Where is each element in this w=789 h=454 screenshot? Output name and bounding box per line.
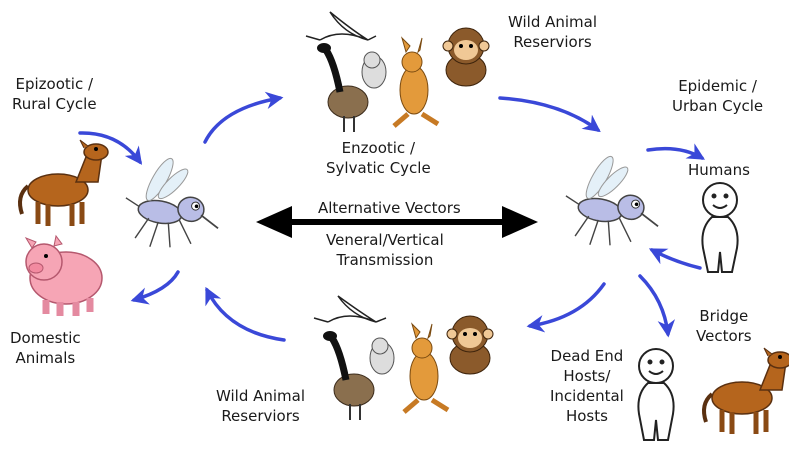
label-epizootic-rural-cycle: Epizootic / Rural Cycle xyxy=(12,75,97,113)
label-domestic-animals: Domestic Animals xyxy=(10,329,81,367)
hamster-icon xyxy=(369,337,395,375)
arrow-humans-to-mosquito xyxy=(648,248,702,270)
label-alternative-vectors: Alternative Vectors xyxy=(318,199,461,217)
arrow-rural-to-mosquito xyxy=(78,131,143,165)
arrow-mosquito-to-domestic xyxy=(130,270,180,305)
monkey-icon xyxy=(442,27,490,87)
arrow-mosquito-to-bridge xyxy=(638,274,676,338)
label-wild-animal-reservoirs-top: Wild Animal Reserviors xyxy=(508,13,598,51)
arrow-wild-to-mosquito xyxy=(205,286,286,342)
label-epidemic-urban-cycle: Epidemic / Urban Cycle xyxy=(672,77,764,115)
monkey-icon xyxy=(446,315,494,375)
arrow-urban-to-humans xyxy=(646,143,706,160)
goose-icon xyxy=(317,43,369,132)
label-wild-animal-reservoirs-bottom: Wild Animal Reserviors xyxy=(216,387,306,425)
horse-bridge-icon xyxy=(704,348,789,434)
kangaroo-icon xyxy=(392,36,440,128)
label-enzootic-sylvatic-cycle: Enzootic / Sylvatic Cycle xyxy=(326,139,431,177)
label-veneral-vertical-transmission: Veneral/Vertical Transmission xyxy=(326,231,444,269)
mosquito-right-icon xyxy=(557,146,670,257)
arrow-enzootic-to-urban xyxy=(498,96,601,133)
arrow-mosquito-to-enzootic xyxy=(203,91,284,144)
double-arrow xyxy=(256,206,538,238)
arrow-mosquito-to-wild xyxy=(526,282,606,333)
pig-icon xyxy=(24,234,103,316)
label-dead-end-hosts: Dead End Hosts/ Incidental Hosts xyxy=(550,347,624,425)
bird-icon xyxy=(305,11,377,41)
top-animal-group xyxy=(305,11,490,132)
label-humans: Humans xyxy=(688,161,750,179)
mosquito-left-icon xyxy=(117,148,230,259)
goose-icon xyxy=(323,331,375,420)
bottom-animal-group xyxy=(313,295,494,420)
label-bridge-vectors: Bridge Vectors xyxy=(696,307,752,345)
kangaroo-icon xyxy=(402,322,450,414)
bird-icon xyxy=(313,295,387,323)
stick-person-icon xyxy=(701,182,739,273)
horse-icon xyxy=(20,140,108,226)
stick-person-icon xyxy=(637,348,675,441)
hamster-icon xyxy=(361,51,387,89)
